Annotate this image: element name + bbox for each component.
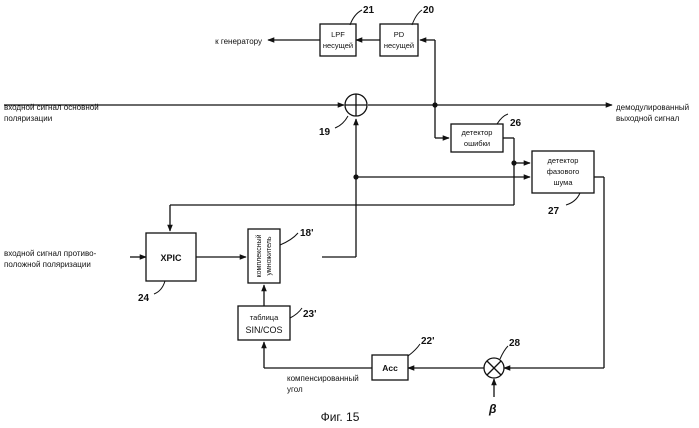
cross-input-label: входной сигнал противо- <box>4 249 97 258</box>
pd-label-sub: несущей <box>384 41 414 50</box>
ref-leader <box>350 10 362 25</box>
ref-leader <box>335 116 348 128</box>
ref-18: 18' <box>300 228 314 239</box>
demod-output-label: демодулированный <box>616 103 689 112</box>
main-input-label-2: поляризации <box>4 114 52 123</box>
ref-24: 24 <box>138 293 150 304</box>
compensated-angle-label-2: угол <box>287 385 303 394</box>
demod-output-label-2: выходной сигнал <box>616 114 680 123</box>
lpf-label: LPF <box>331 30 345 39</box>
figure-caption: Фиг. 15 <box>321 410 360 424</box>
compensated-angle-label: компенсированный <box>287 374 359 383</box>
ref-23: 23' <box>303 309 317 320</box>
phase-noise-label-3: шума <box>553 178 573 187</box>
error-detector-label-sub: ошибки <box>464 139 490 148</box>
ref-leader <box>497 114 508 124</box>
error-detector-label: детектор <box>462 128 493 137</box>
ref-20: 20 <box>423 5 435 16</box>
cross-input-label-2: положной поляризации <box>4 260 91 269</box>
lpf-label-sub: несущей <box>323 41 353 50</box>
pd-block <box>380 24 418 56</box>
complex-multiplier-label: комплексный <box>255 234 263 277</box>
ref-leader <box>500 346 508 359</box>
ref-leader <box>290 308 302 318</box>
ref-26: 26 <box>510 118 522 129</box>
main-input-label: входной сигнал основной <box>4 103 99 112</box>
pd-label: PD <box>394 30 405 39</box>
phase-noise-label-2: фазового <box>547 167 580 176</box>
junction-dot <box>432 102 437 107</box>
ref-21: 21 <box>363 5 375 16</box>
ref-22: 22' <box>421 336 435 347</box>
phase-noise-label: детектор <box>548 156 579 165</box>
junction-dot <box>353 174 358 179</box>
ref-27: 27 <box>548 206 560 217</box>
ref-leader <box>408 344 420 356</box>
xpic-label: XPIC <box>160 253 182 263</box>
beta-label: β <box>488 402 497 416</box>
ref-28: 28 <box>509 338 521 349</box>
ref-leader <box>280 233 298 245</box>
sincos-table-label: таблица <box>250 313 279 322</box>
complex-multiplier-label-sub: умножитель <box>266 236 273 275</box>
ref-leader <box>154 281 165 294</box>
sincos-table-label-sub: SIN/COS <box>245 325 282 335</box>
complex-multiplier-block <box>248 229 280 283</box>
ref-leader <box>566 193 580 205</box>
to-generator-label: к генератору <box>215 37 262 46</box>
junction-dot <box>511 160 516 165</box>
acc-label: Acc <box>382 363 398 373</box>
ref-19: 19 <box>319 127 331 138</box>
lpf-block <box>320 24 356 56</box>
ref-leader <box>412 10 422 25</box>
